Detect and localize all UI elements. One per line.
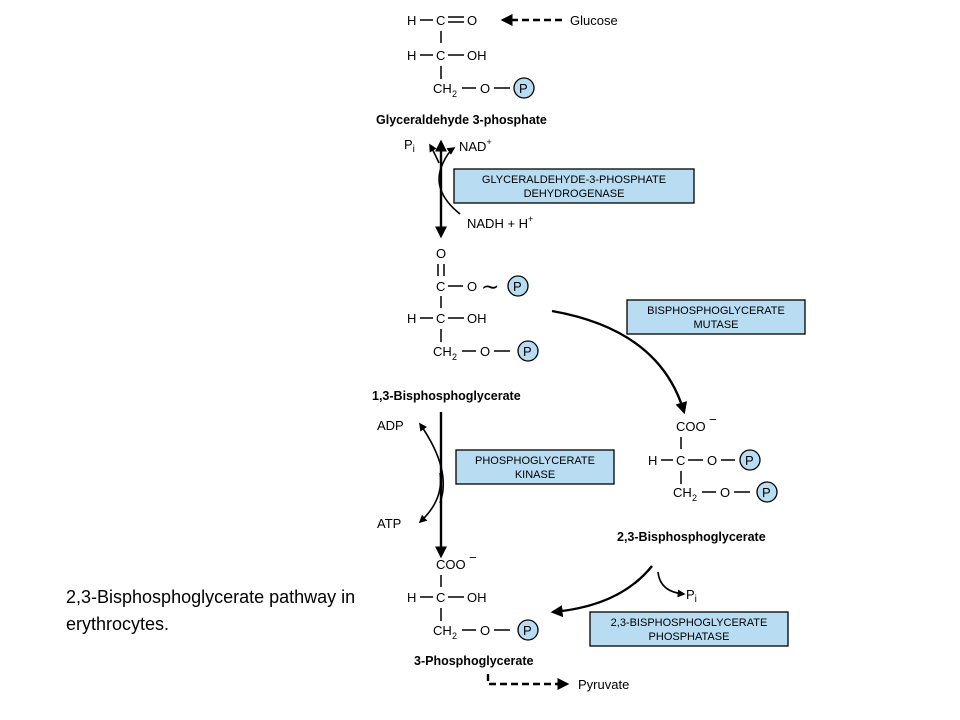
nadh-label: NADH + H+	[467, 214, 533, 231]
pyruvate-label: Pyruvate	[578, 677, 629, 692]
svg-text:∼: ∼	[481, 274, 499, 299]
svg-text:H: H	[407, 311, 416, 326]
svg-text:COO: COO	[676, 419, 706, 434]
svg-text:C: C	[436, 279, 445, 294]
svg-text:2: 2	[452, 89, 457, 99]
g3pdh-name-line1: GLYCERALDEHYDE-3-PHOSPHATE	[482, 174, 666, 186]
svg-text:O: O	[436, 246, 446, 261]
atp-label: ATP	[377, 516, 401, 531]
mutase-name-line1: BISPHOSPHOGLYCERATE	[647, 305, 785, 317]
bpg13-label: 1,3-Bisphosphoglycerate	[372, 389, 521, 403]
svg-text:O: O	[480, 344, 490, 359]
svg-text:OH: OH	[467, 311, 487, 326]
svg-text:H: H	[648, 453, 657, 468]
svg-text:2: 2	[452, 631, 457, 641]
svg-text:P: P	[519, 81, 528, 96]
bpg23-structure: COO − H C O P CH 2 O P	[648, 412, 778, 503]
pi-label-1: Pi	[404, 137, 415, 155]
svg-text:CH: CH	[433, 623, 452, 638]
svg-text:C: C	[436, 590, 445, 605]
pg3-label: 3-Phosphoglycerate	[414, 654, 534, 668]
svg-text:2: 2	[692, 493, 697, 503]
svg-text:O: O	[467, 13, 477, 28]
atp-arrow	[418, 472, 442, 524]
pi-arrow	[429, 143, 440, 164]
phosphatase-name-line1: 2,3-BISPHOSPHOGLYCERATE	[611, 617, 768, 629]
svg-text:H: H	[407, 590, 416, 605]
svg-text:H: H	[407, 13, 416, 28]
glucose-label: Glucose	[570, 13, 618, 28]
adp-label: ADP	[377, 418, 404, 433]
svg-text:C: C	[676, 453, 685, 468]
svg-text:COO: COO	[436, 557, 466, 572]
adp-arrow	[419, 422, 445, 504]
mutase-arrow	[551, 309, 688, 415]
phosphate-circle	[756, 481, 778, 503]
svg-text:CH: CH	[433, 81, 452, 96]
phosphate-circle	[507, 275, 529, 297]
g3pdh-name-line2: DEHYDROGENASE	[524, 188, 625, 200]
svg-text:−: −	[709, 412, 717, 427]
svg-text:O: O	[720, 485, 730, 500]
phosphate-circle	[513, 77, 535, 99]
svg-text:O: O	[467, 279, 477, 294]
svg-text:CH: CH	[433, 344, 452, 359]
svg-text:P: P	[513, 279, 522, 294]
g3pdh-enzyme-box	[453, 168, 695, 204]
svg-text:H: H	[407, 48, 416, 63]
svg-text:O: O	[480, 623, 490, 638]
svg-text:P: P	[745, 453, 754, 468]
phosphate-circle	[517, 340, 539, 362]
phosphatase-enzyme-box	[589, 611, 789, 647]
kinase-enzyme-box	[455, 449, 615, 485]
mutase-enzyme-box	[626, 299, 806, 335]
svg-text:2: 2	[452, 352, 457, 362]
svg-text:P: P	[523, 623, 532, 638]
svg-text:CH: CH	[673, 485, 692, 500]
svg-text:OH: OH	[467, 48, 487, 63]
nad-label: NAD+	[459, 137, 492, 154]
nad-arrow	[438, 147, 461, 215]
glyceraldehyde-3-phosphate-structure: H C O H C OH CH 2 O P	[407, 13, 535, 99]
kinase-name-line1: PHOSPHOGLYCERATE	[475, 455, 595, 467]
svg-text:O: O	[480, 81, 490, 96]
pg3-structure: COO − H C OH CH 2 O P	[407, 550, 539, 641]
g3p-label: Glyceraldehyde 3-phosphate	[376, 113, 547, 127]
svg-text:P: P	[523, 344, 532, 359]
kinase-name-line2: KINASE	[515, 469, 555, 481]
figure-caption: 2,3-Bisphosphoglycerate pathway in eryth…	[66, 587, 356, 634]
svg-text:−: −	[469, 550, 477, 565]
bpg13-structure: O C O ∼ P H C OH CH 2 O P	[407, 246, 539, 362]
pi-label-2: Pi	[686, 587, 697, 605]
pyruvate-output-arrow	[486, 674, 570, 690]
svg-text:C: C	[436, 48, 445, 63]
svg-text:P: P	[762, 485, 771, 500]
svg-text:C: C	[436, 13, 445, 28]
phosphatase-arrow	[550, 565, 653, 618]
phosphate-circle	[739, 449, 761, 471]
mutase-name-line2: MUTASE	[693, 319, 738, 331]
svg-text:OH: OH	[467, 590, 487, 605]
phosphate-circle	[517, 619, 539, 641]
bpg23-label: 2,3-Bisphosphoglycerate	[617, 530, 766, 544]
svg-text:O: O	[707, 453, 717, 468]
svg-text:C: C	[436, 311, 445, 326]
phosphatase-name-line2: PHOSPHATASE	[649, 631, 730, 643]
pi-release-arrow	[657, 571, 686, 598]
